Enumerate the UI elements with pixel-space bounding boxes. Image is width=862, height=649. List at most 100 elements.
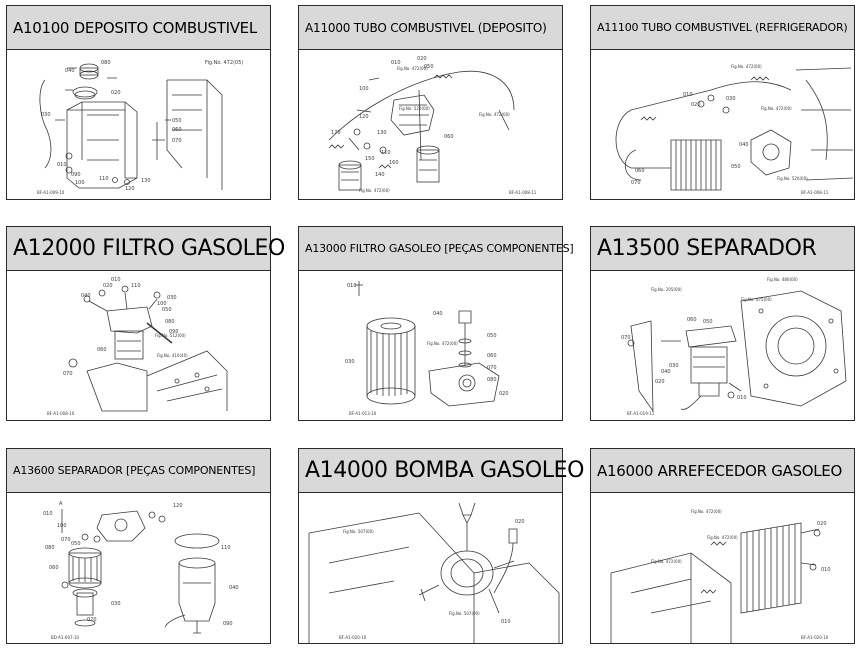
drawing-code: BF-A1-019-11 — [627, 411, 655, 416]
callout: 040 — [739, 142, 749, 148]
card-thumbnail: 010 020 050 060 100 110 120 130 140 150 … — [299, 50, 562, 199]
callout: 090 — [71, 172, 81, 178]
card-thumbnail: 010 020 030 040 050 060 070 Fig.No. 472(… — [591, 50, 854, 199]
callout: 030 — [111, 601, 121, 607]
diagram-separator-components: 010 020 030 040 050 060 070 080 090 100 … — [43, 501, 239, 640]
callout: 030 — [345, 359, 355, 365]
callout: 020 — [499, 391, 509, 397]
card-a13500[interactable]: A13500 SEPARADOR 010 020 030 040 050 — [590, 226, 855, 421]
diagram-fuel-pipe-tank: 010 020 050 060 100 110 120 130 140 150 … — [328, 56, 537, 195]
callout: 050 — [487, 333, 497, 339]
fig-ref: Fig.No. 472(00) — [359, 188, 390, 193]
callout: 010 — [57, 162, 67, 168]
callout: 010 — [347, 283, 357, 289]
callout: 020 — [515, 519, 525, 525]
callout: 070 — [63, 371, 73, 377]
drawing-code: BF-A1-008-11 — [509, 190, 537, 195]
card-thumbnail: 010 020 Fig.No. 507(00) Fig.No. 507(00) … — [299, 493, 562, 643]
diagram-separator: 010 020 030 040 050 060 070 Fig.No. 205(… — [621, 277, 847, 416]
callout: 030 — [669, 363, 679, 369]
card-title: A10100 DEPOSITO COMBUSTIVEL — [13, 18, 257, 37]
diagram-fuel-pump: 010 020 Fig.No. 507(00) Fig.No. 507(00) … — [308, 502, 560, 643]
card-a13600[interactable]: A13600 SEPARADOR [PEÇAS COMPONENTES] — [6, 448, 271, 644]
fig-ref: Fig.No. 472(00) — [427, 341, 458, 346]
card-title: A11000 TUBO COMBUSTIVEL (DEPOSITO) — [305, 20, 547, 35]
callout: 030 — [167, 295, 177, 301]
callout: 040 — [661, 369, 671, 375]
card-a16000[interactable]: A16000 ARREFECEDOR GASOLEO 010 020 Fig.N… — [590, 448, 855, 644]
callout: 100 — [75, 180, 85, 186]
drawing-code: BD-A1-007-10 — [51, 635, 80, 640]
callout: 070 — [631, 180, 641, 186]
callout: 130 — [141, 178, 151, 184]
card-a11100[interactable]: A11100 TUBO COMBUSTIVEL (REFRIGERADOR) 0… — [590, 5, 855, 200]
callout: 020 — [103, 283, 113, 289]
callout: 080 — [45, 545, 55, 551]
callout: 020 — [87, 617, 97, 623]
callout: 070 — [487, 365, 497, 371]
card-title: A12000 FILTRO GASOLEO — [13, 236, 285, 261]
card-a10100[interactable]: A10100 DEPOSITO COMBUSTIVEL 080 040 — [6, 5, 271, 200]
fig-ref: Fig.No. 507(00) — [449, 611, 480, 616]
callout: 050 — [71, 541, 81, 547]
card-thumbnail: 010 020 030 040 050 060 070 080 090 100 … — [7, 271, 270, 420]
card-a14000[interactable]: A14000 BOMBA GASOLEO 010 020 Fig.No. 507… — [298, 448, 584, 644]
fig-ref: Fig.No. 472(00) — [397, 66, 428, 71]
card-title: A16000 ARREFECEDOR GASOLEO — [597, 461, 842, 480]
drawing-code: BF-A1-009-10 — [37, 190, 65, 195]
callout: 110 — [221, 545, 231, 551]
card-header: A13500 SEPARADOR — [591, 227, 854, 271]
callout: 010 — [821, 567, 831, 573]
fig-ref: Fig.No. 472(00) — [761, 106, 792, 111]
callout: 090 — [223, 621, 233, 627]
fig-ref: Fig.No. 472(00) — [707, 535, 738, 540]
card-thumbnail: 010 020 030 040 050 060 070 080 090 100 … — [7, 493, 270, 643]
card-a11000[interactable]: A11000 TUBO COMBUSTIVEL (DEPOSITO) 010 0… — [298, 5, 563, 200]
callout: 100 — [359, 86, 369, 92]
callout: A — [59, 501, 63, 507]
callout: 120 — [359, 114, 369, 120]
callout: 150 — [365, 156, 375, 162]
fig-ref: Fig.No. 507(00) — [343, 529, 374, 534]
callout: 020 — [111, 90, 121, 96]
diagram-fuel-filter-components: 010 020 030 040 050 060 070 080 Fig.No. … — [345, 281, 509, 416]
callout: 010 — [43, 511, 53, 517]
callout: 100 — [57, 523, 67, 529]
drawing-code: BF-A1-020-10 — [801, 635, 829, 640]
callout: 060 — [635, 168, 645, 174]
callout: 020 — [691, 102, 701, 108]
callout: 060 — [444, 134, 454, 140]
fig-ref: Fig.No. 205(00) — [651, 287, 682, 292]
callout: 080 — [101, 60, 111, 66]
card-a12000[interactable]: A12000 FILTRO GASOLEO 010 020 030 040 05… — [6, 226, 285, 421]
card-thumbnail: 080 040 020 030 010 050 060 070 090 100 … — [7, 50, 270, 199]
card-header: A10100 DEPOSITO COMBUSTIVEL — [7, 6, 270, 50]
fig-ref: Fig.No. 410(40) — [157, 353, 188, 358]
callout: 060 — [97, 347, 107, 353]
card-a13000[interactable]: A13000 FILTRO GASOLEO [PEÇAS COMPONENTES… — [298, 226, 574, 421]
card-header: A11100 TUBO COMBUSTIVEL (REFRIGERADOR) — [591, 6, 854, 50]
card-thumbnail: 010 020 Fig.No. 472(00) Fig.No. 472(00) … — [591, 493, 854, 643]
diagram-fuel-pipe-cooler: 010 020 030 040 050 060 070 Fig.No. 472(… — [615, 64, 854, 195]
callout: 160 — [389, 160, 399, 166]
diagram-fuel-filter: 010 020 030 040 050 060 070 080 090 100 … — [47, 277, 228, 416]
callout: 080 — [165, 319, 175, 325]
card-title: A14000 BOMBA GASOLEO — [305, 458, 585, 483]
callout: 050 — [703, 319, 713, 325]
fig-ref: Fig.No. 520(00) — [399, 106, 430, 111]
fig-ref: Fig.No. 472(05) — [205, 60, 243, 66]
callout: 030 — [726, 96, 736, 102]
card-title: A13000 FILTRO GASOLEO [PEÇAS COMPONENTES… — [305, 242, 574, 255]
callout: 020 — [655, 379, 665, 385]
callout: 120 — [173, 503, 183, 509]
fig-ref: Fig.No. 520(00) — [777, 176, 808, 181]
callout: 040 — [65, 68, 75, 74]
callout: 060 — [487, 353, 497, 359]
callout: 060 — [49, 565, 59, 571]
card-title: A13500 SEPARADOR — [597, 236, 817, 261]
drawing-code: BF-A1-008-11 — [801, 190, 829, 195]
callout: 040 — [433, 311, 443, 317]
card-thumbnail: 010 020 030 040 050 060 070 080 Fig.No. … — [299, 271, 562, 420]
callout: 060 — [687, 317, 697, 323]
callout: 070 — [621, 335, 631, 341]
